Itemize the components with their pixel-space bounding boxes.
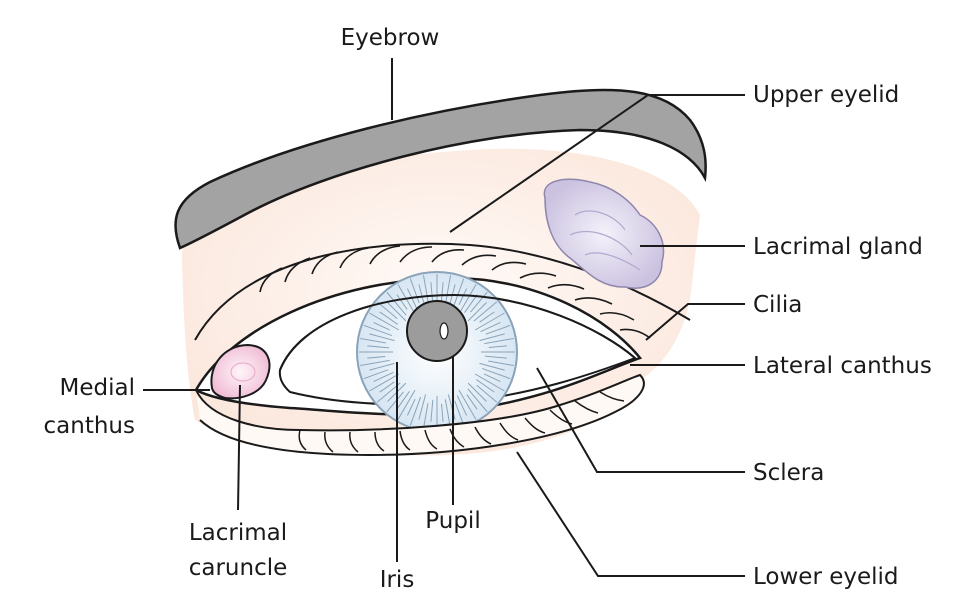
iris-ray bbox=[464, 294, 478, 313]
iris-ray bbox=[376, 301, 398, 319]
iris-ray bbox=[367, 356, 386, 359]
pupil-highlight bbox=[439, 322, 449, 340]
iris-ray bbox=[466, 394, 478, 410]
iris-ray bbox=[479, 333, 505, 342]
iris-ray bbox=[386, 391, 404, 413]
label-lateral-canthus: Lateral canthus bbox=[753, 353, 932, 379]
iris-ray bbox=[418, 394, 427, 420]
iris-ray bbox=[430, 282, 433, 301]
pupil bbox=[406, 300, 468, 362]
iris-ray bbox=[484, 355, 507, 359]
iris-ray bbox=[473, 301, 498, 322]
leader-cilia bbox=[645, 303, 745, 341]
leader-sclera bbox=[536, 367, 745, 473]
iris-ray bbox=[476, 379, 495, 393]
iris-ray bbox=[379, 311, 398, 325]
iris-ray bbox=[379, 381, 395, 393]
lower-lid bbox=[195, 373, 645, 457]
iris-texture bbox=[359, 274, 515, 430]
iris-ray bbox=[458, 284, 477, 315]
iris-ray bbox=[480, 321, 501, 333]
iris-ray bbox=[479, 362, 505, 371]
iris-ray bbox=[396, 294, 408, 310]
iris-ray bbox=[467, 302, 487, 322]
iris-ray bbox=[369, 373, 400, 392]
label-medial-canthus-line1: Medial bbox=[60, 375, 135, 401]
iris-ray bbox=[483, 373, 501, 383]
iris-ray bbox=[484, 337, 514, 345]
iris-ray bbox=[430, 399, 434, 422]
leader-lines bbox=[143, 58, 745, 577]
lower-cilia bbox=[298, 391, 625, 453]
iris-ray bbox=[474, 312, 505, 331]
label-pupil: Pupil bbox=[425, 508, 480, 534]
iris-ray bbox=[458, 288, 468, 306]
iris-ray bbox=[452, 278, 465, 308]
leader-lacrimal-caruncle bbox=[237, 384, 241, 511]
iris-ray bbox=[422, 403, 429, 429]
iris-ray bbox=[363, 324, 393, 337]
iris-ray bbox=[445, 275, 452, 301]
lacrimal-gland-texture bbox=[569, 210, 641, 271]
iris-ray bbox=[441, 403, 444, 422]
leader-upper-eyelid bbox=[449, 94, 745, 233]
iris-ray bbox=[396, 391, 410, 410]
iris-ray bbox=[397, 389, 416, 420]
upper-cilia bbox=[259, 245, 651, 339]
label-lower-eyelid: Lower eyelid bbox=[753, 564, 899, 590]
label-lacrimal-caruncle-line1: Lacrimal bbox=[189, 520, 287, 546]
iris-ray bbox=[409, 278, 420, 304]
iris-ray bbox=[369, 333, 395, 342]
iris-ray bbox=[409, 396, 422, 426]
caruncle-texture bbox=[230, 362, 256, 382]
iris-ray bbox=[476, 385, 498, 403]
iris-ray bbox=[387, 302, 407, 322]
label-lacrimal-caruncle-line2: caruncle bbox=[189, 555, 288, 581]
label-eyebrow: Eyebrow bbox=[341, 25, 440, 51]
label-upper-eyelid: Upper eyelid bbox=[753, 82, 899, 108]
lacrimal-gland bbox=[543, 178, 665, 289]
iris-ray bbox=[474, 373, 505, 392]
iris-ray bbox=[456, 395, 468, 416]
iris-ray bbox=[485, 324, 511, 335]
iris-ray bbox=[373, 321, 391, 331]
label-sclera: Sclera bbox=[753, 460, 824, 486]
iris-ray bbox=[467, 388, 488, 413]
iris-ray bbox=[488, 345, 507, 348]
iris-ray bbox=[479, 311, 495, 323]
iris-ray bbox=[367, 345, 390, 349]
eyebrow bbox=[174, 88, 707, 250]
iris-ray bbox=[470, 291, 488, 313]
iris-ray bbox=[481, 367, 511, 380]
iris-ray bbox=[406, 398, 416, 416]
iris-ray bbox=[386, 291, 407, 316]
iris-ray bbox=[422, 275, 430, 305]
label-lacrimal-gland: Lacrimal gland bbox=[753, 234, 923, 260]
upper-lid-margin bbox=[279, 293, 636, 371]
iris-ray bbox=[467, 382, 487, 402]
iris-ray bbox=[363, 369, 389, 380]
label-cilia: Cilia bbox=[753, 292, 802, 318]
leader-lower-eyelid bbox=[516, 451, 745, 577]
iris-ray bbox=[369, 362, 395, 371]
iris-ray bbox=[360, 359, 390, 367]
iris-ray bbox=[360, 337, 386, 344]
lacrimal-caruncle bbox=[210, 343, 271, 400]
iris-ray bbox=[458, 389, 477, 420]
iris-ray bbox=[369, 312, 400, 331]
iris-ray bbox=[373, 371, 394, 383]
iris-ray bbox=[454, 400, 465, 426]
iris-ray bbox=[488, 360, 514, 367]
label-iris: Iris bbox=[380, 567, 415, 593]
label-medial-canthus-line2: canthus bbox=[44, 413, 135, 439]
